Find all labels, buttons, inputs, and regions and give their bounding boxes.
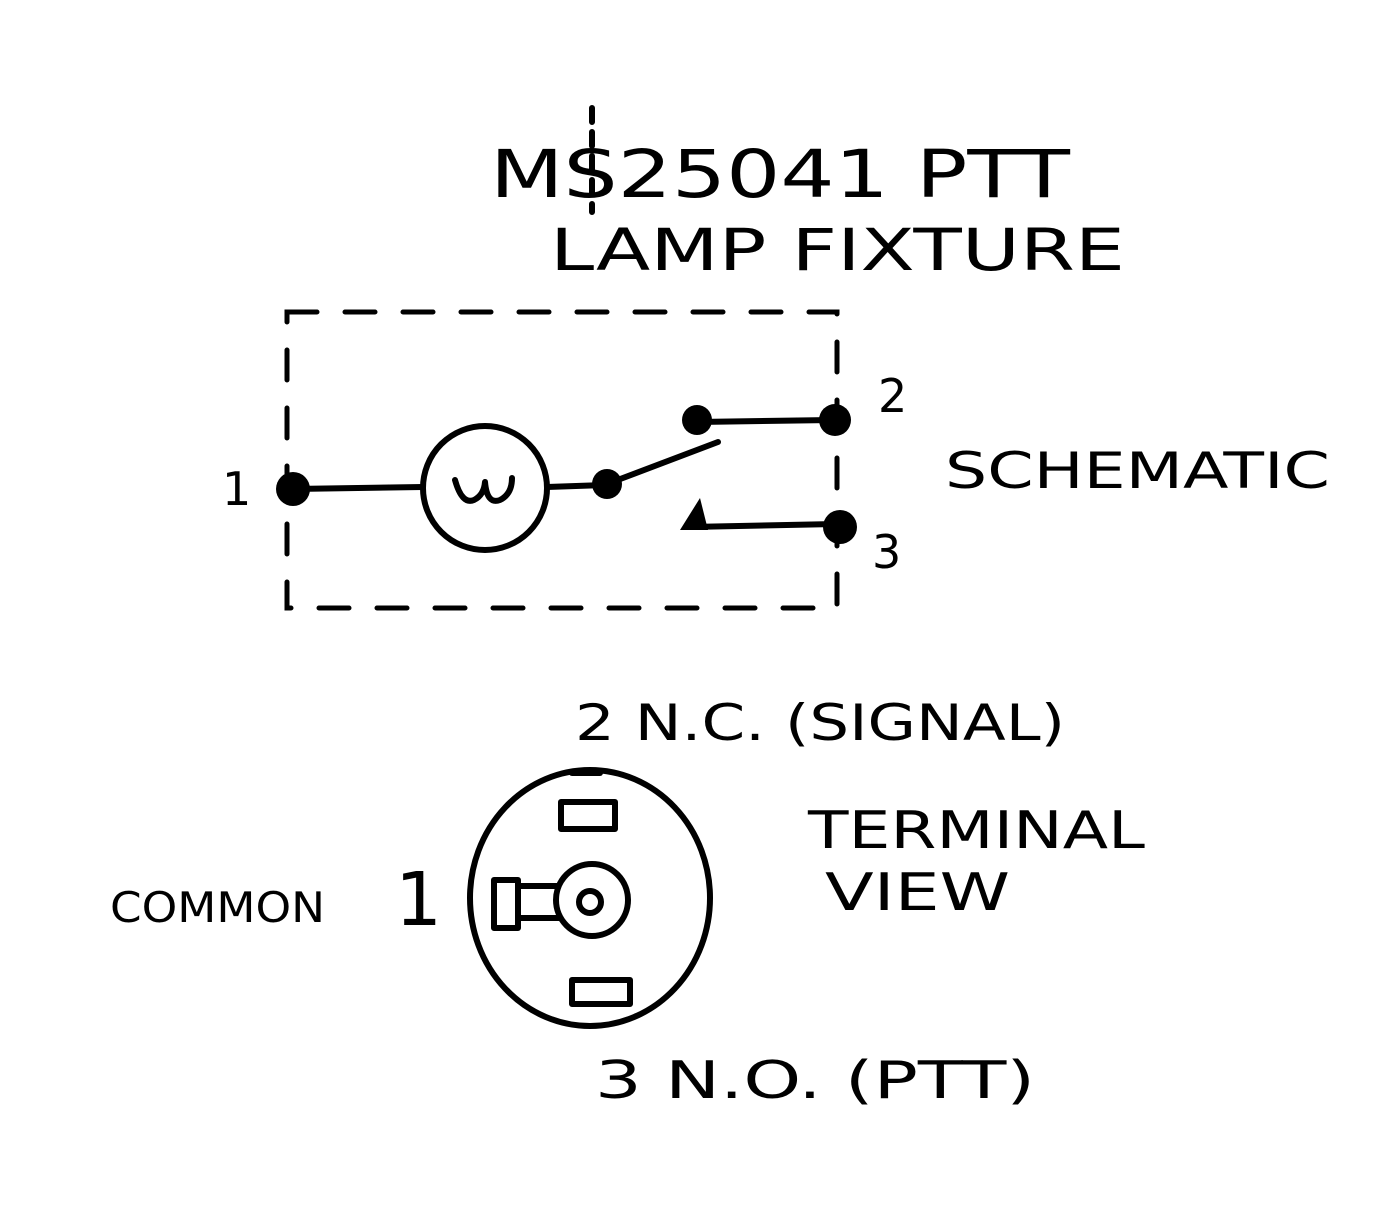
wire: [290, 484, 426, 492]
title-line-1: MS25041 PTT: [490, 136, 1071, 213]
terminal-3-node: [823, 510, 857, 544]
schematic: 1 2 3: [222, 369, 907, 579]
center-contact-hole: [576, 888, 604, 916]
terminal-view-label-line-2: VIEW: [825, 863, 1010, 923]
terminal-view-label-line-1: TERMINAL: [807, 801, 1145, 861]
schematic-label: SCHEMATIC: [945, 442, 1330, 500]
common-terminal-number: 1: [395, 857, 442, 943]
wire: [687, 521, 839, 530]
common-tab-neck: [517, 883, 563, 921]
title-line-2: LAMP FIXTURE: [550, 216, 1125, 284]
wire: [694, 417, 836, 425]
terminal-1-tab: [491, 877, 521, 931]
fixture-boundary: [284, 309, 840, 611]
lamp-icon: [420, 423, 550, 553]
terminal-view-drawing: [467, 767, 713, 1029]
switch-lever: [604, 439, 721, 487]
terminal-3-tab: [569, 977, 633, 1007]
schematic-terminal-1-label: 1: [222, 462, 251, 516]
terminal-2-node: [819, 404, 851, 436]
common-label: COMMON: [110, 883, 325, 932]
terminal-3-no-label: 3 N.O. (PTT): [595, 1051, 1035, 1111]
fixture-outline: [467, 767, 713, 1029]
center-contact: [553, 861, 631, 939]
schematic-terminal-3-label: 3: [872, 525, 901, 579]
schematic-terminal-2-label: 2: [878, 369, 907, 423]
terminal-2-tab: [558, 799, 618, 832]
no-contact-triangle-icon: [680, 498, 708, 530]
terminal-2-nc-label: 2 N.C. (SIGNAL): [575, 694, 1065, 752]
